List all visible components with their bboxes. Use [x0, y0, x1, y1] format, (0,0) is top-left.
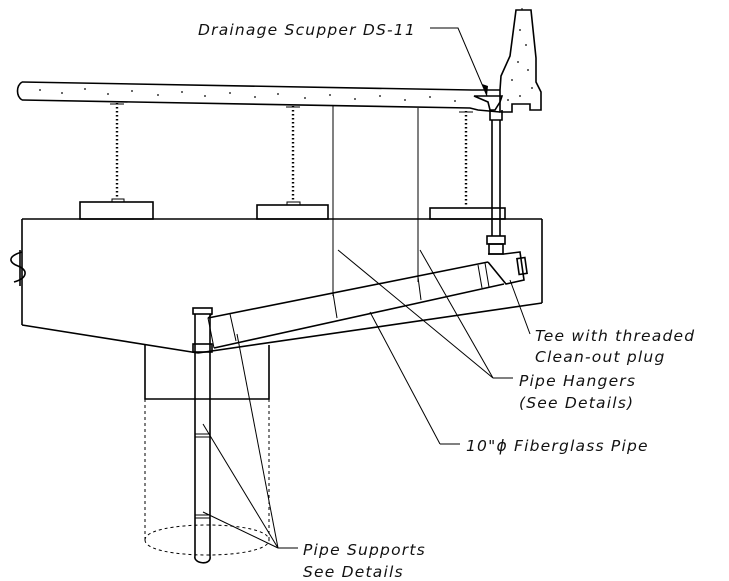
callout-labels: Drainage Scupper DS-11 Tee with threaded…	[198, 21, 695, 581]
tee-label-line2: Clean-out plug	[535, 348, 666, 366]
hangers-label-line2: (See Details)	[519, 394, 634, 412]
leader-lines	[202, 27, 531, 549]
pier	[144, 345, 270, 556]
pipe-label: 10"ϕ Fiberglass Pipe	[466, 437, 649, 455]
bearing-pads	[79, 198, 506, 220]
support-posts	[110, 103, 473, 206]
girder	[10, 218, 543, 354]
supports-label-line1: Pipe Supports	[303, 541, 426, 559]
tee-label-line1: Tee with threaded	[535, 327, 695, 345]
traffic-barrier	[499, 8, 542, 113]
vertical-pier-pipe	[192, 307, 215, 564]
vertical-downspout	[486, 120, 506, 255]
supports-label-line2: See Details	[303, 563, 404, 581]
hanger-rods	[332, 106, 419, 296]
tee-clean-out	[487, 251, 528, 285]
scupper-label: Drainage Scupper DS-11	[198, 21, 416, 39]
drainage-scupper	[473, 95, 504, 121]
deck-slab	[16, 81, 501, 113]
sloped-pipe	[207, 261, 505, 349]
hangers-label-line1: Pipe Hangers	[519, 372, 636, 390]
